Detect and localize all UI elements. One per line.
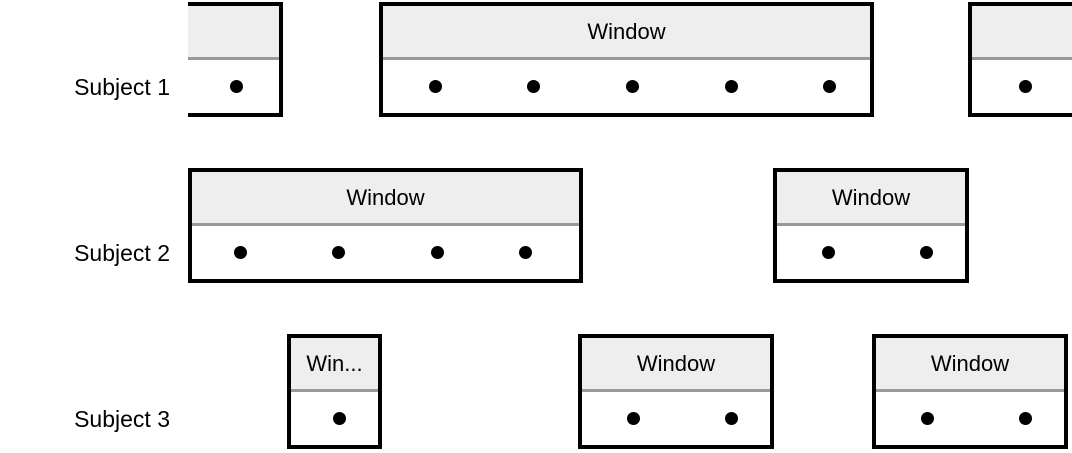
window-header [188, 6, 279, 60]
window-body [383, 60, 870, 113]
event-dot[interactable] [920, 245, 933, 259]
event-dot[interactable] [626, 79, 639, 93]
event-dot[interactable] [431, 245, 444, 259]
window-body [777, 226, 965, 279]
window-header: Window [876, 338, 1064, 392]
window-header: Window [777, 172, 965, 226]
window-title: Window [831, 184, 911, 210]
window-box[interactable]: Window [188, 168, 583, 283]
event-dot[interactable] [332, 245, 345, 259]
window-body [188, 60, 279, 113]
event-dot[interactable] [527, 79, 540, 93]
subject-label: Subject 3 [74, 406, 170, 432]
window-body [876, 392, 1064, 445]
window-body [291, 392, 378, 445]
window-title: Window [346, 184, 425, 210]
event-dot[interactable] [921, 411, 934, 425]
window-header [972, 6, 1072, 60]
event-dot[interactable] [725, 411, 738, 425]
event-dot[interactable] [429, 79, 442, 93]
window-box[interactable] [968, 2, 1072, 117]
window-header: Window [192, 172, 579, 226]
window-header: Window [582, 338, 770, 392]
subject-label: Subject 1 [74, 74, 170, 100]
event-dot[interactable] [822, 245, 835, 259]
window-box[interactable]: Window [379, 2, 874, 117]
window-box[interactable]: Window [872, 334, 1068, 449]
event-dot[interactable] [627, 411, 640, 425]
event-dot[interactable] [519, 245, 532, 259]
window-box[interactable] [188, 2, 283, 117]
window-box[interactable]: Win... [287, 334, 382, 449]
window-title: Window [636, 350, 716, 376]
window-body [582, 392, 770, 445]
window-header: Window [383, 6, 870, 60]
event-dot[interactable] [230, 79, 243, 93]
subject-label: Subject 2 [74, 240, 170, 266]
event-dot[interactable] [823, 79, 836, 93]
window-body [192, 226, 579, 279]
window-body [972, 60, 1072, 113]
event-dot[interactable] [234, 245, 247, 259]
window-box[interactable]: Window [578, 334, 774, 449]
window-title: Win... [306, 350, 363, 376]
event-dot[interactable] [333, 411, 346, 425]
window-box[interactable]: Window [773, 168, 969, 283]
window-title: Window [930, 350, 1010, 376]
window-header: Win... [291, 338, 378, 392]
event-dot[interactable] [725, 79, 738, 93]
window-title: Window [587, 18, 666, 44]
event-dot[interactable] [1019, 411, 1032, 425]
event-dot[interactable] [1019, 79, 1032, 93]
